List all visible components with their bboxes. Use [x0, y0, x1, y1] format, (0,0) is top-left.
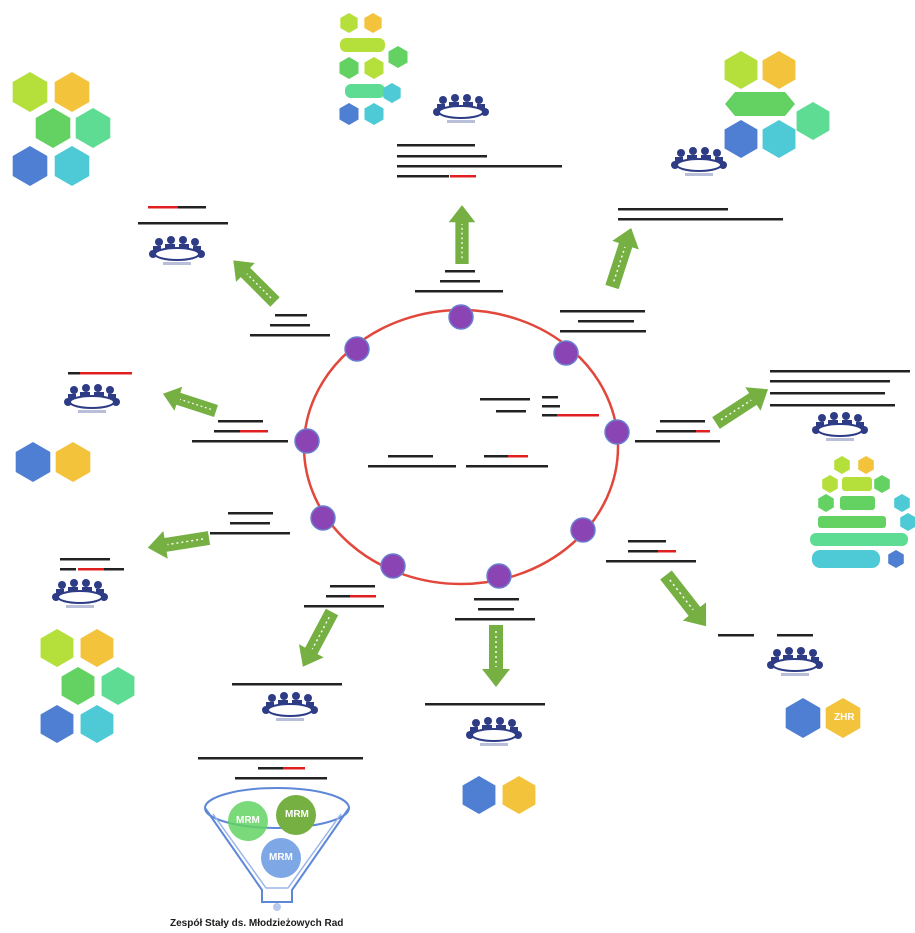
hex-cluster-top-right — [724, 51, 830, 158]
arrow-icon — [448, 204, 476, 265]
ring-node — [604, 419, 630, 445]
ring-node — [486, 563, 512, 589]
funnel-bubble-label: MRM — [269, 852, 293, 863]
arrow-icon — [481, 624, 511, 688]
hex-cluster-right — [810, 456, 915, 568]
arrow-icon — [158, 381, 221, 424]
ring-node — [294, 428, 320, 454]
meeting-table-icon — [670, 146, 728, 177]
ring-node — [553, 340, 579, 366]
arrows — [144, 204, 777, 688]
arrow-icon — [597, 223, 646, 293]
meeting-icons — [51, 93, 869, 747]
ring-node — [570, 517, 596, 543]
meeting-table-icon — [63, 383, 121, 414]
arrow-icon — [707, 376, 777, 436]
ring-node — [310, 505, 336, 531]
ring-node — [344, 336, 370, 362]
meeting-table-icon — [261, 691, 319, 722]
funnel-bubble-label: MRM — [236, 815, 260, 826]
hex-cluster-bottom — [462, 776, 536, 814]
meeting-table-icon — [432, 93, 490, 124]
meeting-table-icon — [465, 716, 523, 747]
funnel-bubble-label: MRM — [285, 809, 309, 820]
hex-cluster-left — [15, 442, 91, 482]
meeting-table-icon — [51, 578, 109, 609]
ring-node — [380, 553, 406, 579]
hex-cluster-top-left — [12, 72, 111, 186]
ring-nodes — [294, 304, 630, 589]
funnel-icon — [204, 787, 350, 911]
arrow-icon — [653, 565, 719, 637]
arrow-icon — [144, 523, 212, 563]
meeting-table-icon — [148, 235, 206, 266]
arrow-icon — [223, 250, 286, 313]
hex-cluster-lower-left — [40, 629, 135, 743]
arrow-icon — [289, 604, 346, 675]
hex-label-zhr: ZHR — [834, 712, 855, 723]
meeting-table-icon — [811, 411, 869, 442]
hex-cluster-top — [339, 13, 408, 125]
illegible-text — [60, 144, 910, 780]
ring-node — [448, 304, 474, 330]
meeting-table-icon — [766, 646, 824, 677]
footer-title: Zespół Stały ds. Młodzieżowych Rad — [170, 918, 344, 929]
